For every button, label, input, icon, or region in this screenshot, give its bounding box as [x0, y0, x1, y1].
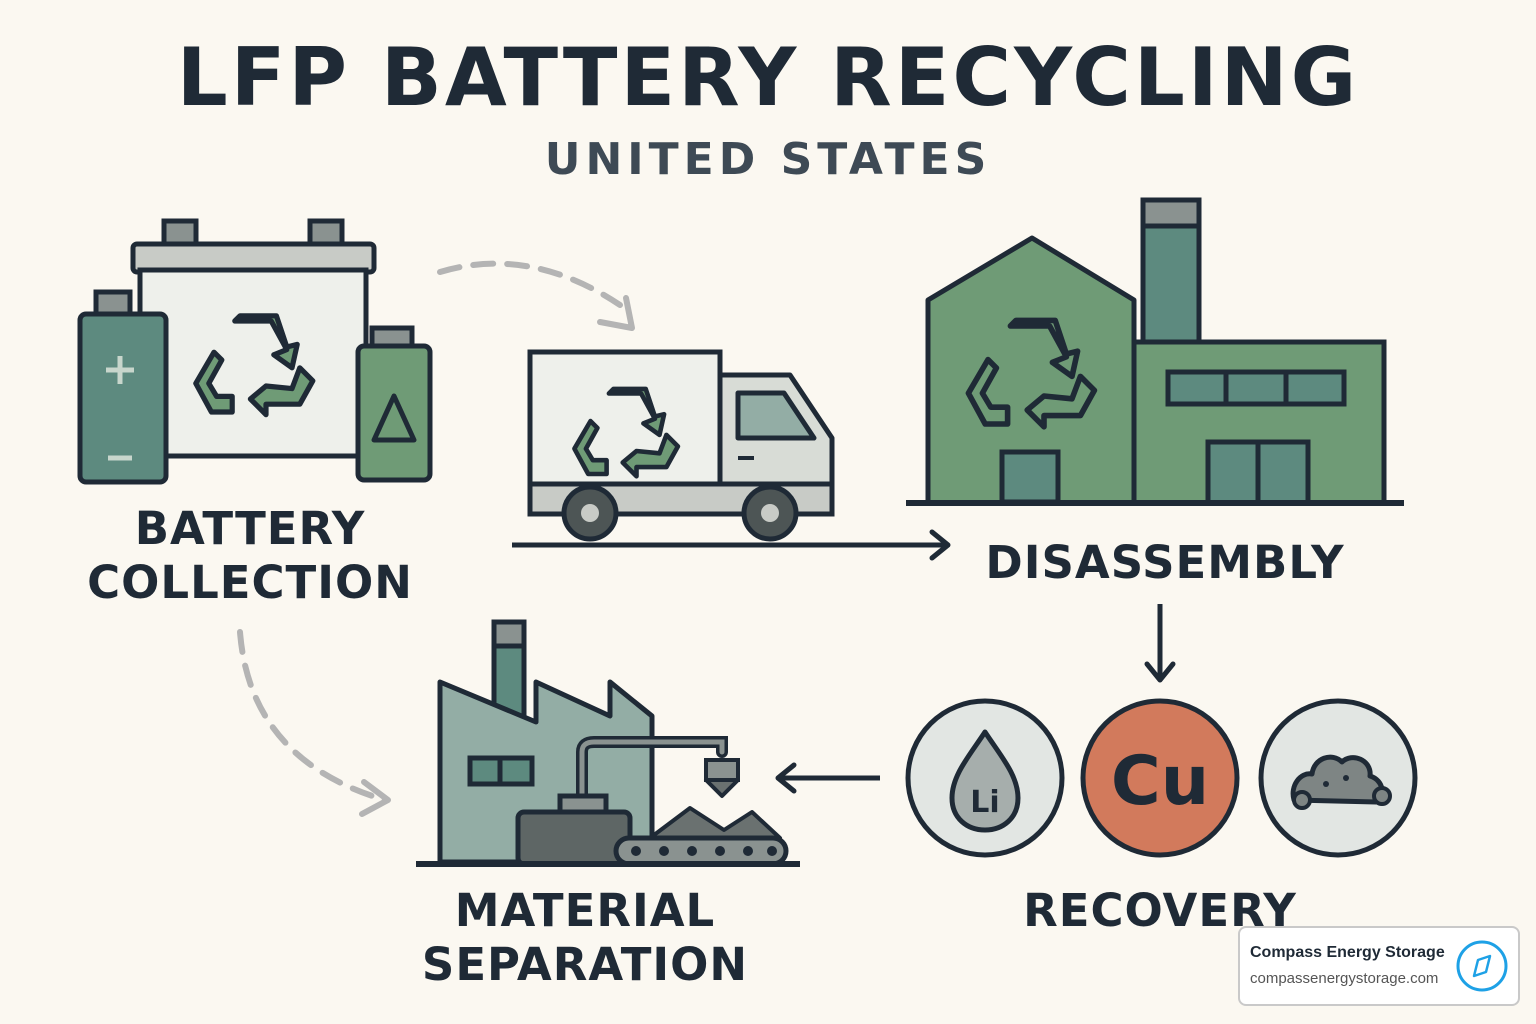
step-label-line: COLLECTION — [87, 556, 413, 609]
page-title: LFP BATTERY RECYCLING — [176, 31, 1360, 124]
step-label-collection: BATTERY COLLECTION — [60, 502, 440, 610]
lithium-symbol: Li — [970, 785, 999, 820]
step-label-separation: MATERIAL SEPARATION — [400, 884, 770, 992]
step-label-line: SEPARATION — [421, 938, 749, 991]
truck-icon — [527, 349, 835, 542]
arrow-to-separation — [775, 762, 880, 794]
black-mass-pile-icon — [1258, 698, 1418, 858]
copper-circle-icon — [1080, 698, 1240, 858]
arrow-to-disassembly — [512, 529, 951, 561]
dashed-arrow-to-separation — [237, 629, 391, 817]
step-label-line: DISASSEMBLY — [985, 536, 1345, 589]
copper-symbol: Cu — [1111, 742, 1209, 821]
page-subtitle: UNITED STATES — [544, 134, 992, 185]
battery-collection-icon — [77, 218, 433, 485]
step-label-disassembly: DISASSEMBLY — [960, 536, 1370, 590]
factory-icon — [906, 197, 1404, 506]
brand-name: Compass Energy Storage — [1250, 944, 1445, 961]
arrow-to-recovery — [1144, 604, 1176, 683]
brand-url[interactable]: compassenergystorage.com — [1250, 970, 1439, 987]
brand-badge[interactable]: Compass Energy Storage compassenergystor… — [1238, 926, 1520, 1006]
step-label-line: BATTERY — [134, 502, 366, 555]
compass-icon — [1456, 940, 1508, 992]
dashed-arrow-to-truck — [437, 260, 635, 331]
separation-plant-icon — [416, 619, 800, 867]
step-label-line: MATERIAL — [454, 884, 716, 937]
lithium-drop-icon — [905, 698, 1065, 858]
